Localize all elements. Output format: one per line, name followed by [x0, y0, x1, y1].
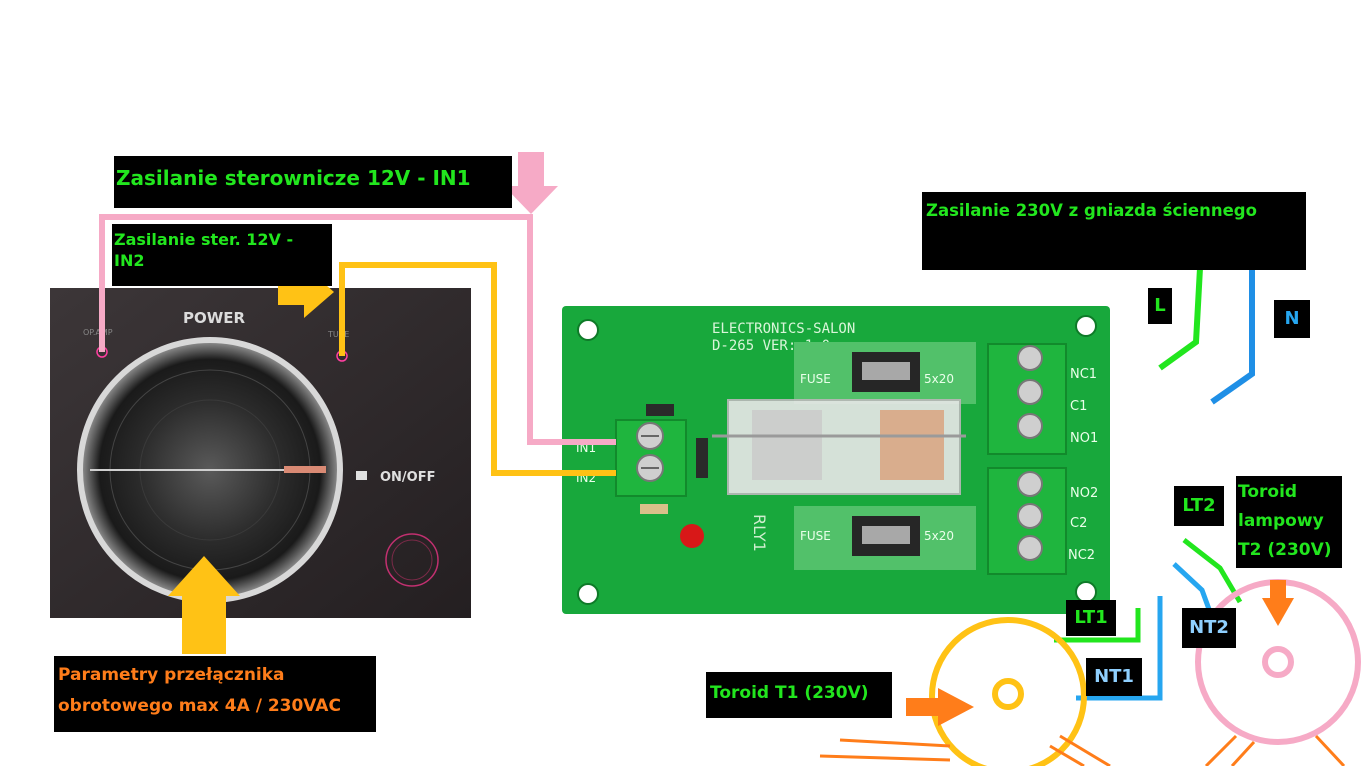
toroid-t2-arrow — [1262, 580, 1294, 626]
right-jack-label: TUBE — [327, 330, 349, 339]
mains-n-wire — [1210, 266, 1255, 405]
in1-supply-label: Zasilanie sterownicze 12V - IN1 — [114, 156, 512, 208]
toroid-t1-arrow — [906, 688, 974, 726]
lt1-label: LT1 — [1066, 600, 1116, 636]
on-off-label: ON/OFF — [380, 470, 436, 485]
c1-label: C1 — [1070, 399, 1087, 414]
amplifier-front-panel: OP.AMP TUBE POWER ON/OFF — [50, 288, 471, 618]
left-jack-label: OP.AMP — [83, 328, 113, 337]
lt2-wire — [1182, 538, 1243, 604]
c2-label: C2 — [1070, 516, 1087, 531]
switch-params-arrow — [168, 556, 240, 654]
fuse-label-2: FUSE — [800, 529, 831, 543]
no2-label: NO2 — [1070, 486, 1098, 501]
nt2-wire — [1172, 562, 1213, 613]
nc2-label: NC2 — [1068, 548, 1095, 563]
nt2-label: NT2 — [1182, 608, 1236, 648]
mount-hole — [1075, 315, 1097, 337]
knob-indicator — [284, 466, 326, 473]
nc1-label: NC1 — [1070, 367, 1097, 382]
in2-supply-label: Zasilanie ster. 12V - IN2 — [112, 224, 332, 286]
lt1-wire — [1054, 608, 1141, 643]
lt2-label: LT2 — [1174, 486, 1224, 526]
mains-l-wire — [1158, 267, 1203, 371]
status-led — [680, 524, 704, 548]
relay-label: RLY1 — [750, 514, 769, 552]
nt1-label: NT1 — [1086, 658, 1142, 696]
power-button[interactable] — [385, 533, 439, 587]
l-label: L — [1148, 288, 1172, 324]
mount-hole — [577, 583, 599, 605]
no1-label: NO1 — [1070, 431, 1098, 446]
mount-hole — [577, 319, 599, 341]
toroid-t1 — [819, 617, 1111, 766]
switch-params-label: Parametry przełącznika obrotowego max 4A… — [54, 656, 376, 732]
board-maker: ELECTRONICS-SALON — [712, 321, 855, 337]
fuse-size-1: 5x20 — [924, 372, 954, 386]
mount-hole — [1075, 581, 1097, 603]
yellow-wire-in2 — [339, 262, 616, 476]
power-label: POWER — [183, 309, 246, 327]
fuse-label-1: FUSE — [800, 372, 831, 386]
in1-arrow — [504, 152, 558, 214]
on-off-led — [356, 471, 367, 480]
n-label: N — [1274, 300, 1310, 338]
relay-board: ELECTRONICS-SALON D-265 VER: 1.0 FUSE 5x… — [562, 306, 1110, 614]
wall-supply-label: Zasilanie 230V z gniazda ściennego — [922, 192, 1306, 270]
fuse-size-2: 5x20 — [924, 529, 954, 543]
toroid-t2-label: Toroid lampowy T2 (230V) — [1236, 476, 1342, 568]
nt1-wire — [1076, 596, 1163, 701]
toroid-t1-label: Toroid T1 (230V) — [706, 672, 892, 718]
pink-wire-in1 — [99, 214, 616, 445]
